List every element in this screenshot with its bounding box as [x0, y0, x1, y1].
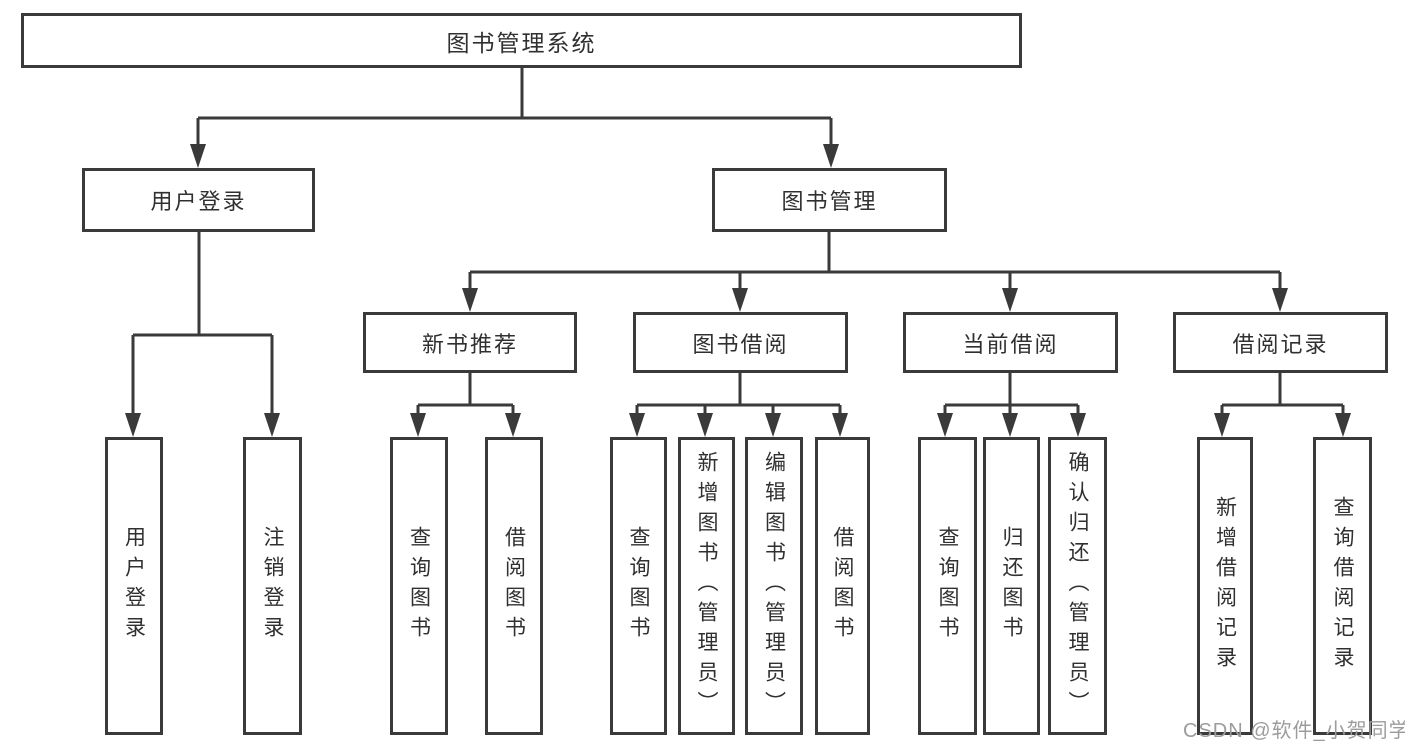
arrowhead [125, 413, 141, 437]
arrowhead [629, 413, 645, 437]
arrowhead [732, 288, 748, 312]
leaf-add-borrow-record: 新增借阅记录 [1197, 437, 1253, 735]
node-label: 归还图书 [1000, 526, 1023, 646]
node-label: 新增借阅记录 [1213, 496, 1237, 676]
node-label: 图书管理 [781, 189, 878, 214]
node-borrowing-records: 借阅记录 [1173, 312, 1388, 373]
leaf-logout-login: 注销登录 [243, 437, 302, 735]
node-library-management-system: 图书管理系统 [21, 13, 1022, 68]
node-label: 借阅图书 [831, 526, 854, 646]
node-label: 查询图书 [407, 526, 431, 646]
arrowhead [190, 144, 206, 168]
arrowhead [937, 413, 953, 437]
node-label: 查询图书 [627, 526, 650, 646]
node-label: 注销登录 [261, 526, 284, 646]
node-label: 借阅记录 [1232, 331, 1329, 357]
arrowhead [410, 413, 426, 437]
node-book-management: 图书管理 [712, 168, 947, 232]
node-label: 新增图书（管理员） [695, 451, 718, 721]
node-new-book-recommendation: 新书推荐 [363, 312, 577, 373]
node-label: 查询借阅记录 [1331, 496, 1354, 676]
arrowhead [823, 144, 839, 168]
arrowhead [1214, 413, 1230, 437]
arrowhead [765, 413, 781, 437]
arrowhead [264, 413, 280, 437]
node-label: 借阅图书 [502, 526, 526, 646]
leaf-edit-books-admin: 编辑图书（管理员） [745, 437, 803, 735]
leaf-borrow-books-borrowing: 借阅图书 [815, 437, 870, 735]
leaf-confirm-return-admin: 确认归还（管理员） [1048, 437, 1107, 735]
arrowhead [505, 413, 521, 437]
arrowhead [832, 413, 848, 437]
leaf-query-books-borrowing: 查询图书 [610, 437, 667, 735]
node-current-borrowing: 当前借阅 [903, 312, 1118, 373]
arrowhead [1002, 288, 1018, 312]
node-label: 编辑图书（管理员） [762, 451, 786, 721]
arrowhead [697, 413, 713, 437]
leaf-query-books-current: 查询图书 [918, 437, 977, 735]
leaf-borrow-books-recommend: 借阅图书 [485, 437, 543, 735]
arrowhead [1070, 413, 1086, 437]
connector-path [131, 68, 1345, 419]
node-book-borrowing: 图书借阅 [633, 312, 848, 373]
leaf-query-borrow-record: 查询借阅记录 [1313, 437, 1372, 735]
leaf-return-books: 归还图书 [983, 437, 1040, 735]
csdn-watermark: CSDN @软件_小贺同学 [1183, 720, 1405, 742]
node-label: 确认归还（管理员） [1066, 451, 1089, 721]
arrowhead [1002, 413, 1018, 437]
node-label: 新书推荐 [421, 331, 518, 357]
node-label: 图书管理系统 [446, 29, 597, 56]
node-label: 查询图书 [936, 526, 959, 646]
node-label: 图书借阅 [692, 331, 789, 357]
leaf-user-login: 用户登录 [105, 437, 163, 735]
leaf-add-books-admin: 新增图书（管理员） [678, 437, 735, 735]
arrowhead [1272, 288, 1288, 312]
arrowhead [462, 288, 478, 312]
leaf-query-books-recommend: 查询图书 [390, 437, 448, 735]
node-label: 用户登录 [122, 526, 146, 646]
node-user-login: 用户登录 [82, 168, 315, 232]
arrowhead [1335, 413, 1351, 437]
node-label: 当前借阅 [962, 331, 1059, 357]
node-label: 用户登录 [150, 189, 247, 214]
